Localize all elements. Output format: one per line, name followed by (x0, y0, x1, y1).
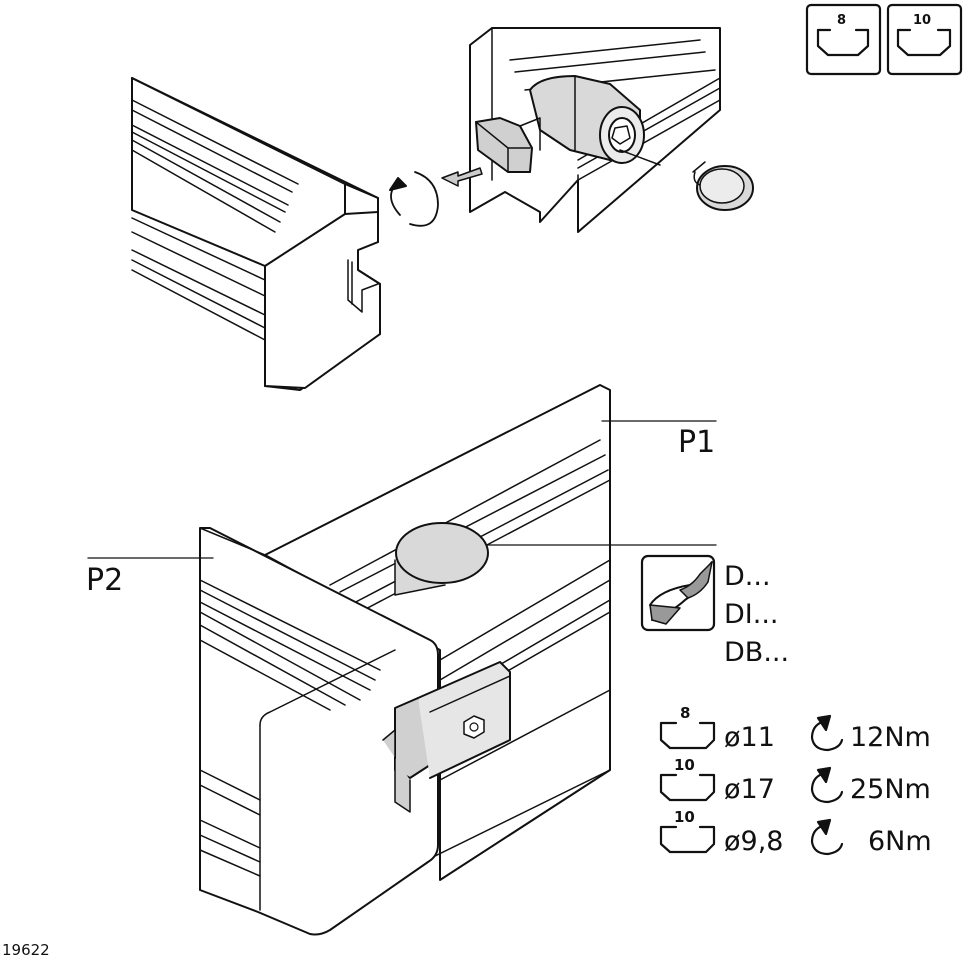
drill-cap (394, 522, 489, 596)
push-arrow-icon (441, 167, 483, 187)
bottom-short-profile (199, 527, 439, 936)
part-label-p1: P1 (678, 425, 716, 460)
mounted-connector (382, 661, 511, 813)
spec-diameter: ø11 (724, 722, 775, 753)
connector-body (529, 75, 661, 166)
drill-bit-icon (640, 554, 716, 632)
spec-torque: 25Nm (850, 774, 931, 805)
slot-profile-icon (659, 721, 716, 854)
spec-slot-size: 10 (674, 808, 695, 826)
slot-badge-8 (805, 3, 882, 76)
rotation-arrow-icon (389, 171, 439, 227)
slot-badge-8-label: 8 (837, 13, 847, 28)
slot-badge-10-label: 10 (913, 13, 932, 28)
spec-slot-size: 10 (674, 756, 695, 774)
cap-plug (692, 161, 754, 211)
top-left-profile (131, 77, 381, 391)
part-label-p2: P2 (86, 563, 124, 598)
drill-code-d: D... (724, 561, 771, 592)
drill-code-db: DB... (724, 637, 790, 668)
figure-id: 19622 (2, 941, 50, 959)
spec-torque: 12Nm (850, 722, 931, 753)
spec-slot-size: 8 (680, 704, 691, 722)
torque-arrow-icon (810, 714, 844, 856)
bottom-long-profile (264, 384, 611, 889)
spec-diameter: ø9,8 (724, 826, 784, 857)
spec-diameter: ø17 (724, 774, 775, 805)
t-slot-nut (475, 117, 541, 173)
slot-badge-10 (886, 3, 963, 76)
drill-code-di: DI... (724, 599, 779, 630)
spec-torque: 6Nm (868, 826, 932, 857)
